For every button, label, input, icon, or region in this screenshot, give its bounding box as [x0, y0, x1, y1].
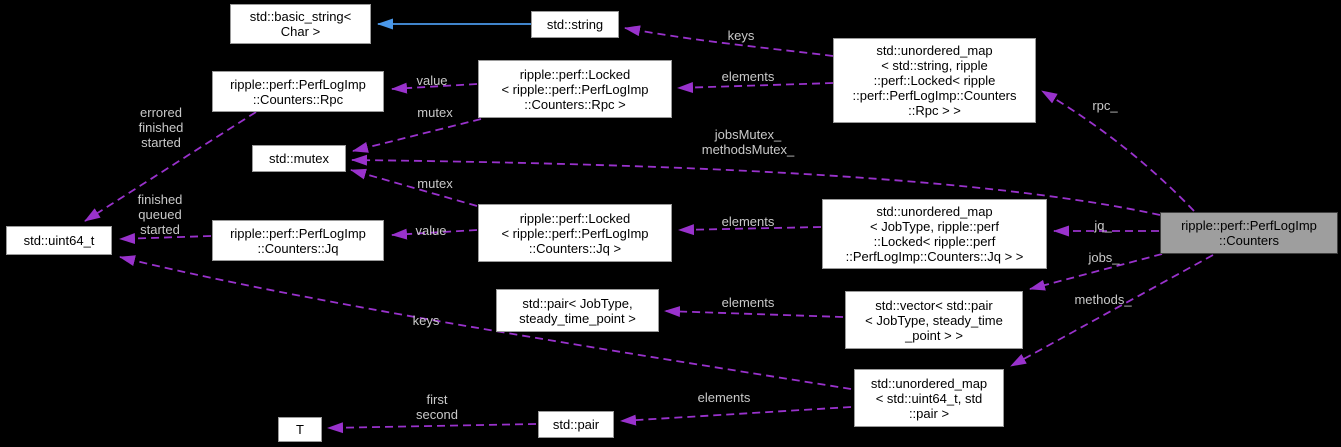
node-label: std::unordered_map < JobType, ripple::pe… — [845, 204, 1024, 264]
node-label: ripple::perf::PerfLogImp ::Counters::Rpc — [230, 76, 366, 107]
edge-mutex-lockedjq-mutex — [350, 168, 478, 207]
node-perflogimp-counters-jq[interactable]: ripple::perf::PerfLogImp ::Counters::Jq — [212, 220, 384, 261]
node-locked-counters-rpc[interactable]: ripple::perf::Locked < ripple::perf::Per… — [478, 60, 672, 118]
node-unordered-map-string-locked-rpc[interactable]: std::unordered_map < std::string, ripple… — [833, 38, 1036, 123]
edge-label-keys: keys — [727, 28, 755, 43]
edge-jobsmutex-counters-mutex — [351, 154, 1161, 216]
node-label: ripple::perf::Locked < ripple::perf::Per… — [501, 210, 649, 256]
edge-label-value: value — [415, 223, 447, 238]
edge-label-mutex: mutex — [417, 176, 453, 191]
edge-errored-rpc-uint64 — [84, 111, 257, 222]
edge-elements-umapjq-lockedjq — [678, 224, 822, 236]
node-std-vector-pair-jobtype[interactable]: std::vector< std::pair < JobType, steady… — [845, 291, 1023, 349]
edge-label-elements: elements — [697, 390, 751, 405]
edge-keys-umapu64-uint64 — [119, 255, 852, 390]
node-label: ripple::perf::PerfLogImp ::Counters::Jq — [230, 225, 366, 256]
edge-label-errored-finished-started: errored finished started — [138, 105, 184, 150]
edge-methods-counters-umapu64 — [1010, 254, 1214, 367]
node-label: std::vector< std::pair < JobType, steady… — [865, 297, 1003, 343]
edge-label-keys: keys — [412, 313, 440, 328]
edge-finished-jq-uint64 — [119, 233, 212, 245]
node-std-pair-jobtype-steady-time-point[interactable]: std::pair< JobType, steady_time_point > — [496, 289, 659, 332]
node-locked-counters-jq[interactable]: ripple::perf::Locked < ripple::perf::Per… — [478, 204, 672, 262]
node-label: std::pair — [552, 417, 600, 432]
edge-label-jq: jq_ — [1094, 218, 1112, 233]
edge-label-value: value — [416, 73, 448, 88]
edge-label-elements: elements — [721, 214, 775, 229]
node-label: std::unordered_map < std::uint64_t, std … — [870, 375, 988, 421]
edge-keys-umaprpc-string — [624, 25, 834, 57]
node-unordered-map-uint64-pair[interactable]: std::unordered_map < std::uint64_t, std … — [854, 369, 1004, 427]
node-label: std::unordered_map < std::string, ripple… — [852, 43, 1017, 118]
node-label: std::string — [546, 17, 604, 32]
edge-label-jobsmutex-methodsmutex: jobsMutex_ methodsMutex_ — [701, 127, 795, 157]
edge-rpc-counters-umaprpc — [1041, 90, 1195, 212]
edge-elements-vector-pairjobtype — [664, 306, 844, 318]
node-std-string[interactable]: std::string — [531, 11, 619, 38]
node-label: std::pair< JobType, steady_time_point > — [519, 295, 636, 326]
node-std-mutex[interactable]: std::mutex — [252, 145, 346, 172]
edge-mutex-lockedrpc-mutex — [352, 118, 482, 153]
edge-label-elements: elements — [721, 295, 775, 310]
edge-label-jobs: jobs_ — [1088, 250, 1120, 265]
node-label: std::uint64_t — [23, 233, 95, 248]
node-perflogimp-counters-selected: ripple::perf::PerfLogImp ::Counters — [1160, 212, 1338, 254]
node-std-uint64-t[interactable]: std::uint64_t — [6, 226, 112, 255]
node-perflogimp-counters-rpc[interactable]: ripple::perf::PerfLogImp ::Counters::Rpc — [212, 71, 384, 112]
edge-label-rpc: rpc_ — [1092, 98, 1118, 113]
edge-label-first-second: first second — [416, 392, 458, 422]
edge-label-mutex: mutex — [417, 105, 453, 120]
node-label: ripple::perf::PerfLogImp ::Counters — [1181, 218, 1317, 248]
node-label: ripple::perf::Locked < ripple::perf::Per… — [501, 66, 649, 112]
edge-firstsecond-pair-t — [327, 422, 537, 434]
node-label: std::basic_string< Char > — [249, 9, 352, 39]
edge-label-methods: methods_ — [1074, 292, 1132, 307]
node-label: std::mutex — [269, 151, 329, 166]
edge-jobs-counters-vector — [1029, 253, 1163, 291]
node-std-basic-string[interactable]: std::basic_string< Char > — [230, 4, 371, 44]
edge-elements-umapu64-pair — [620, 406, 852, 426]
node-label: T — [296, 422, 304, 437]
node-unordered-map-jobtype-locked-jq[interactable]: std::unordered_map < JobType, ripple::pe… — [822, 199, 1047, 269]
edge-value-lockedjq-jq — [391, 228, 478, 240]
node-t[interactable]: T — [278, 417, 322, 442]
edge-label-elements: elements — [721, 69, 775, 84]
edge-value-lockedrpc-rpc — [391, 82, 478, 94]
edge-label-finished-queued-started: finished queued started — [137, 192, 183, 237]
node-std-pair[interactable]: std::pair — [538, 411, 614, 438]
